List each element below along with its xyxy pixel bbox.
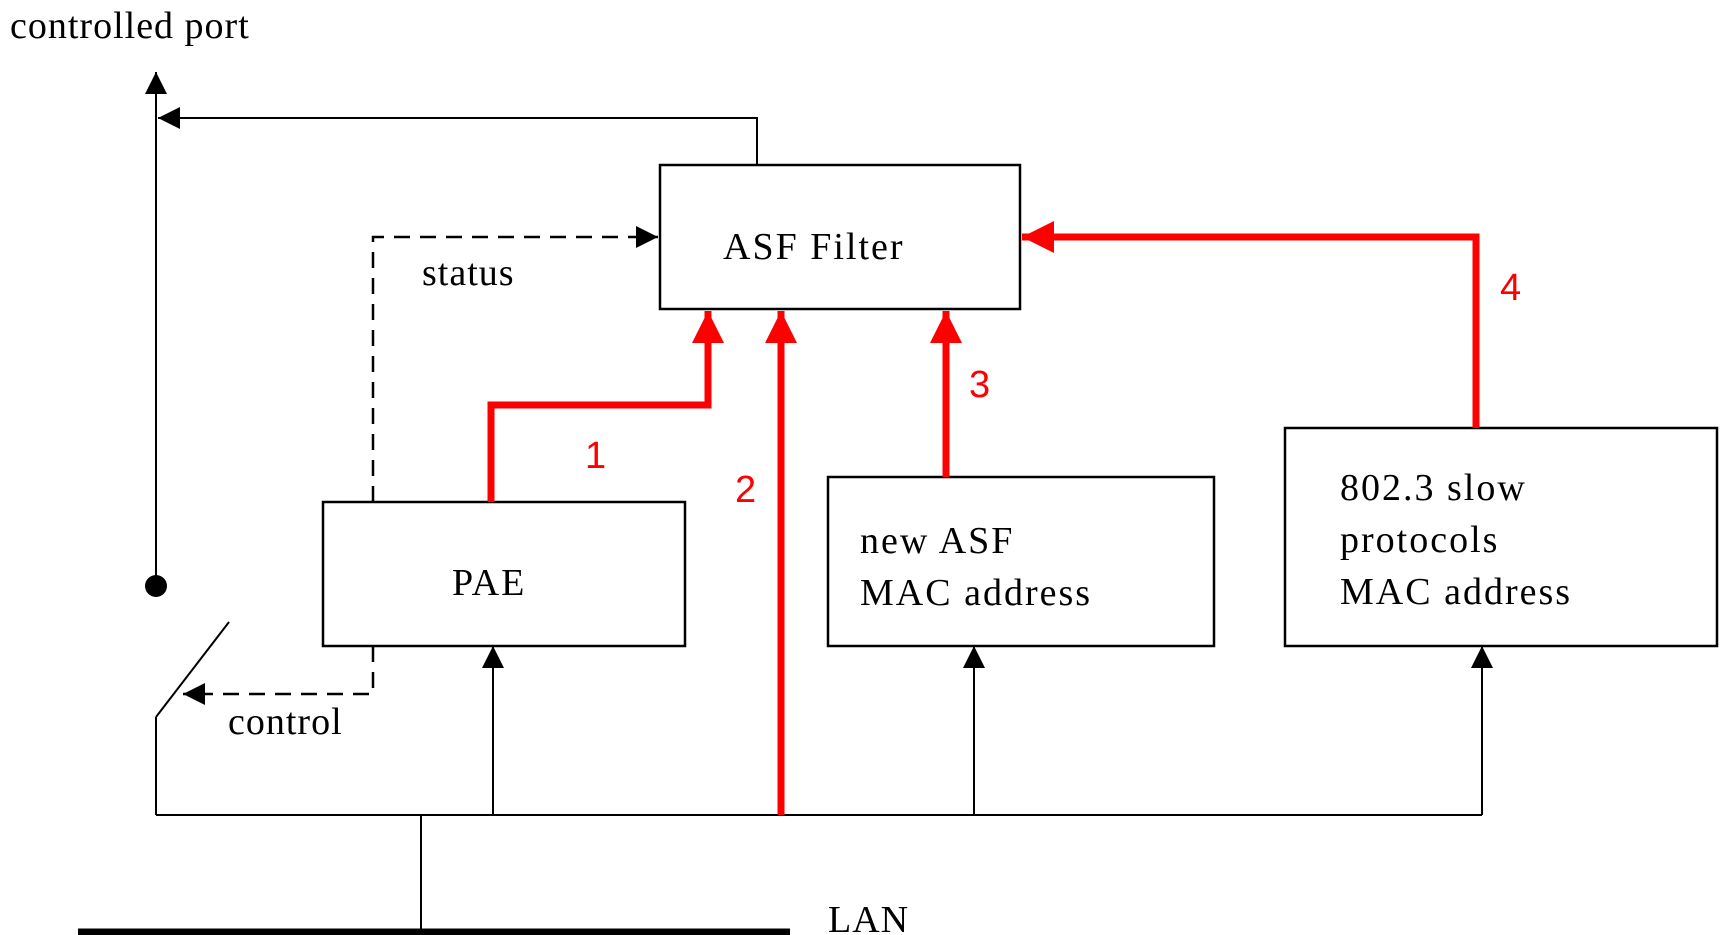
path-4-label: 4 bbox=[1500, 267, 1521, 309]
control-label: control bbox=[228, 701, 343, 743]
filter-output-line bbox=[158, 107, 758, 165]
slow-protocols-line2: protocols bbox=[1340, 519, 1499, 561]
path-2-label: 2 bbox=[735, 469, 756, 511]
asf-filter-label: ASF Filter bbox=[723, 226, 905, 268]
slow-protocols-line3: MAC address bbox=[1340, 571, 1572, 613]
new-asf-mac-box: new ASF MAC address bbox=[826, 475, 1216, 648]
pae-label: PAE bbox=[452, 562, 526, 604]
switch-lever bbox=[155, 621, 230, 718]
path-1-label: 1 bbox=[585, 435, 606, 477]
slow-protocols-mac-box: 802.3 slow protocols MAC address bbox=[1283, 426, 1719, 648]
path-4-arrow bbox=[1022, 221, 1480, 428]
asf-filter-box: ASF Filter bbox=[658, 163, 1022, 311]
status-label: status bbox=[422, 252, 515, 294]
path-3-label: 3 bbox=[969, 364, 990, 406]
pae-box: PAE bbox=[321, 500, 687, 648]
lan-label: LAN bbox=[828, 899, 909, 935]
new-asf-line2: MAC address bbox=[860, 572, 1092, 614]
slow-protocols-line1: 802.3 slow bbox=[1340, 467, 1527, 509]
controlled-port-label: controlled port bbox=[10, 5, 250, 47]
control-dashed-line bbox=[183, 646, 375, 705]
status-dashed-line bbox=[371, 226, 658, 502]
new-asf-line1: new ASF bbox=[860, 520, 1014, 562]
path-1-arrow bbox=[487, 311, 724, 502]
